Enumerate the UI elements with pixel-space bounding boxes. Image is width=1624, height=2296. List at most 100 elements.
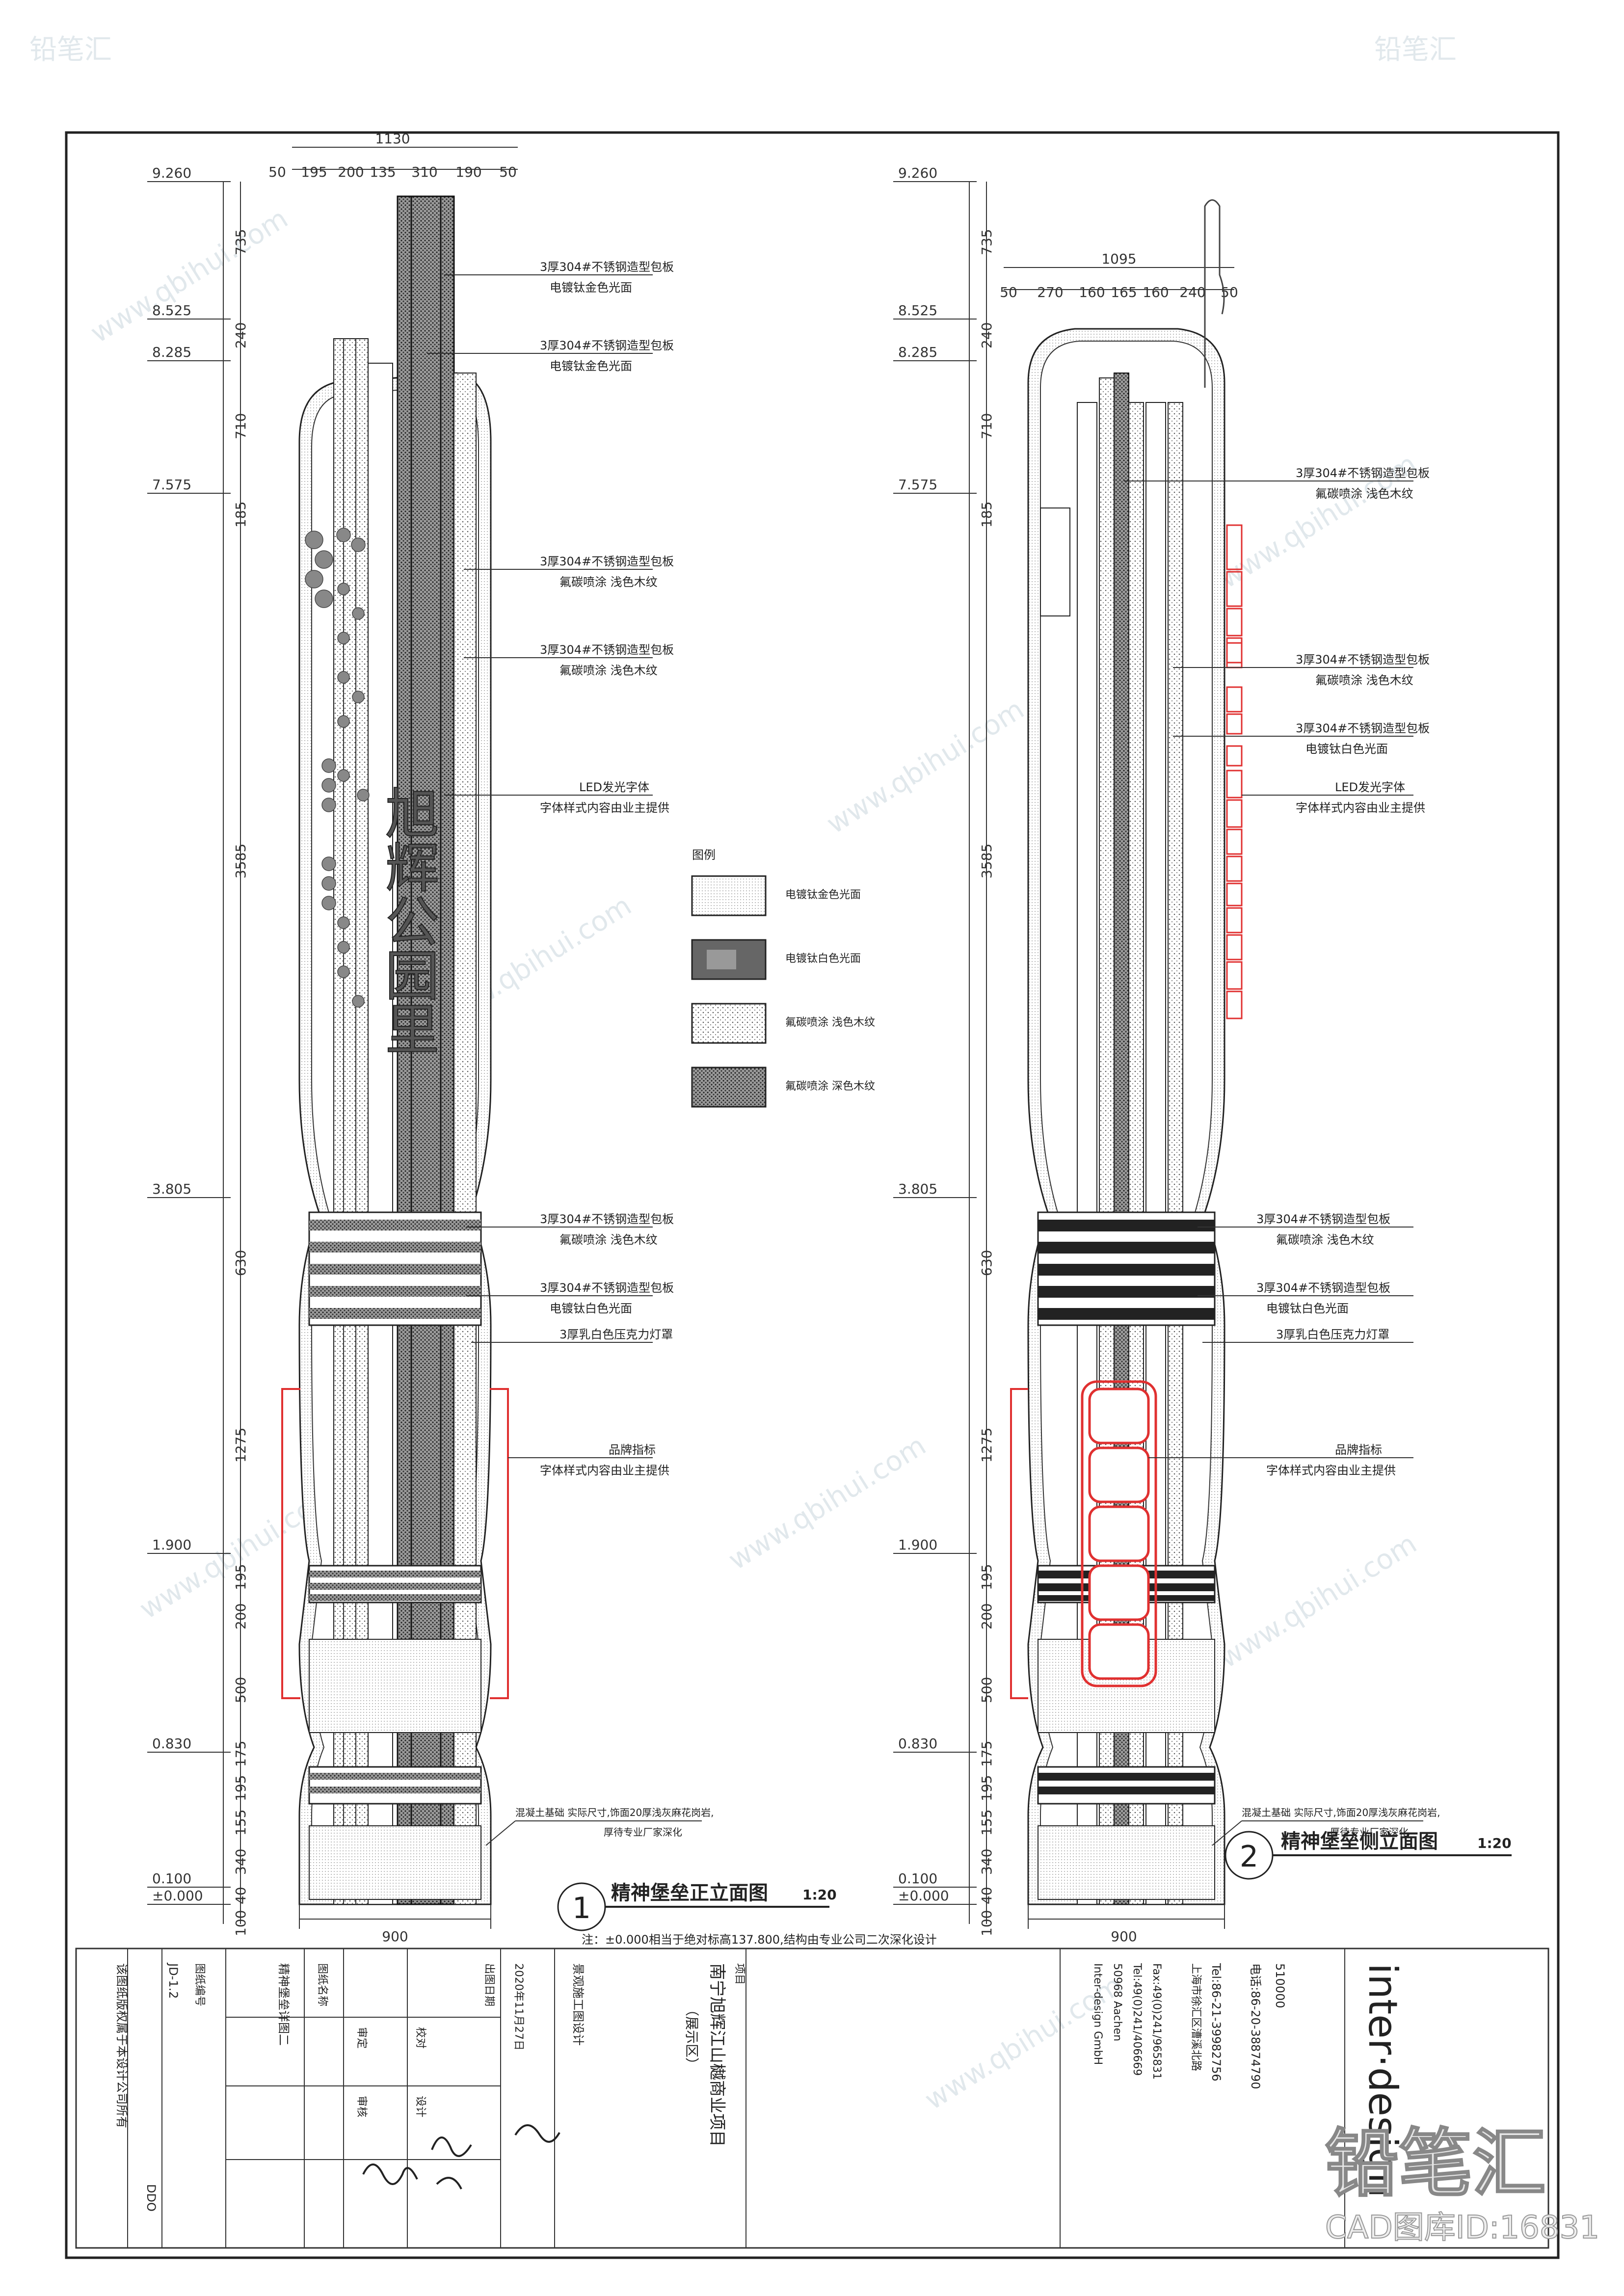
- tb-company-line: 电话:86-20-38874790: [1249, 1963, 1262, 2089]
- front-top-dim: 50: [499, 164, 517, 180]
- front-band-lower: [308, 1565, 482, 1900]
- annot-line1: 3厚304#不锈钢造型包板: [1296, 721, 1430, 735]
- front-vdim: 3585: [233, 844, 249, 879]
- tb-field: 审定: [355, 2027, 368, 2049]
- side-top-dim: 270: [1037, 284, 1063, 300]
- side-vdim: 155: [979, 1810, 995, 1836]
- title-block: 该图纸版权属于本设计公司所有 JD-1.2 DDO 精神堡垒详图二 图纸名称 图…: [115, 1949, 1600, 2248]
- side-vdim: 630: [979, 1250, 995, 1276]
- tb-field: 图纸名称: [316, 1963, 328, 2006]
- annot-line1: LED发光字体: [1335, 780, 1405, 794]
- side-top-dim: 165: [1111, 284, 1137, 300]
- front-title-number: 1: [572, 1891, 591, 1925]
- front-top-dim: 195: [301, 164, 327, 180]
- side-title: 2 精神堡垒侧立面图 1:20: [1225, 1830, 1512, 1880]
- level-label: 7.575: [898, 477, 937, 493]
- side-vdim: 195: [979, 1775, 995, 1801]
- tb-date: 2020年11月27日: [512, 1963, 525, 2051]
- sheet-border-inner: [75, 1948, 1549, 2249]
- legend-title: 图例: [692, 848, 716, 862]
- front-annotations: 3厚304#不锈钢造型包板 电镀钛金色光面 3厚304#不锈钢造型包板 电镀钛金…: [427, 260, 714, 1846]
- level-label: 1.900: [898, 1537, 937, 1553]
- side-vdim: 185: [979, 502, 995, 528]
- annot-line1: LED发光字体: [579, 780, 649, 794]
- legend-label: 电镀钛白色光面: [785, 953, 861, 965]
- front-main-column: [397, 195, 455, 1905]
- annot-line2: 氟碳喷涂 浅色木纹: [1276, 1233, 1374, 1247]
- tb-field: 出图日期: [483, 1963, 495, 2006]
- front-vdim: 500: [233, 1677, 249, 1703]
- tb-company-logo: inter·design: [1360, 1963, 1406, 2197]
- front-vdim: 200: [233, 1603, 249, 1629]
- annot-line1: 品牌指标: [609, 1443, 656, 1457]
- side-bottom-dim: 900: [1111, 1928, 1137, 1945]
- foundation-note: 混凝土基础 实际尺寸,饰面20厚浅灰麻花岗岩,: [515, 1807, 714, 1818]
- annot-line2: 氟碳喷涂 浅色木纹: [1315, 487, 1413, 501]
- watermark-id: CAD图库ID:16831: [1325, 2210, 1599, 2246]
- legend-swatch-gold: [691, 875, 767, 916]
- annot-line1: 3厚304#不锈钢造型包板: [540, 643, 674, 657]
- front-top-dim: 135: [370, 164, 396, 180]
- watermark-url: www.qbihui.com: [1214, 1528, 1422, 1675]
- tb-company-line: Inter-design GmbH: [1092, 1963, 1104, 2065]
- annot-line1: 3厚304#不锈钢造型包板: [540, 339, 674, 352]
- level-label: 9.260: [152, 165, 191, 181]
- annot-line1: 3厚304#不锈钢造型包板: [1256, 1281, 1390, 1295]
- foundation-note: 混凝土基础 实际尺寸,饰面20厚浅灰麻花岗岩,: [1242, 1807, 1440, 1818]
- side-band-upper: [1037, 1211, 1216, 1326]
- elevation-front: 1130 50 195 200 135 310 190 50 9.260 8.5…: [147, 131, 837, 1945]
- front-vdim: 195: [233, 1564, 249, 1590]
- front-vdim: 240: [233, 322, 249, 348]
- legend-label: 电镀钛金色光面: [785, 889, 861, 901]
- side-title-scale: 1:20: [1477, 1835, 1512, 1851]
- foundation-note: 厚待专业厂家深化: [1330, 1826, 1409, 1838]
- annot-line1: 3厚乳白色压克力灯罩: [1276, 1328, 1389, 1341]
- level-label: 7.575: [152, 477, 191, 493]
- tb-company-line: 上海市徐汇区漕溪北路: [1190, 1963, 1202, 2071]
- tb-field: 设计: [414, 2096, 426, 2117]
- side-title-number: 2: [1240, 1840, 1258, 1874]
- annot-line2: 字体样式内容由业主提供: [1266, 1464, 1396, 1477]
- tb-field: 审核: [355, 2096, 368, 2117]
- annot-line2: 电镀钛金色光面: [550, 359, 632, 373]
- side-vdim: 710: [979, 413, 995, 439]
- annot-line2: 字体样式内容由业主提供: [540, 801, 669, 815]
- annot-line1: 3厚304#不锈钢造型包板: [1296, 466, 1430, 480]
- level-label: 0.830: [152, 1735, 191, 1752]
- level-label: 0.100: [898, 1870, 937, 1887]
- elevation-side: 1095 50 270 160 165 160 240 50 9.260 8.5…: [893, 165, 1512, 1945]
- side-vdim: 735: [979, 229, 995, 255]
- level-label: 8.525: [898, 302, 937, 319]
- tb-company-line: Fax:49(0)241/965831: [1150, 1963, 1163, 2080]
- annot-line2: 氟碳喷涂 浅色木纹: [1315, 673, 1413, 687]
- side-brand-cells: [1081, 1380, 1157, 1687]
- watermark-url: www.qbihui.com: [85, 203, 293, 349]
- watermark-mark: 铅笔汇: [1374, 34, 1457, 66]
- legend-swatch-light-wood: [691, 1003, 767, 1044]
- sheet-border-outer: [65, 131, 1560, 2259]
- front-title-scale: 1:20: [802, 1887, 837, 1903]
- annot-line1: 3厚304#不锈钢造型包板: [1256, 1212, 1390, 1226]
- front-vdim: 40: [233, 1887, 249, 1904]
- annot-line1: 3厚304#不锈钢造型包板: [540, 1281, 674, 1295]
- side-title-text: 精神堡垒侧立面图: [1281, 1830, 1438, 1853]
- annot-line1: 3厚304#不锈钢造型包板: [1296, 653, 1430, 667]
- side-vdim: 240: [979, 322, 995, 348]
- front-vdim: 340: [233, 1849, 249, 1875]
- side-led-letters: [1226, 524, 1243, 1019]
- level-label: 3.805: [152, 1181, 191, 1197]
- side-vdim: 40: [979, 1887, 995, 1904]
- annot-line2: 字体样式内容由业主提供: [1296, 801, 1425, 815]
- front-vdim: 185: [233, 502, 249, 528]
- tb-project: 南宁旭辉江山樾商业项目: [707, 1963, 727, 2147]
- side-vdim: 1275: [979, 1428, 995, 1463]
- annot-line1: 3厚304#不锈钢造型包板: [540, 555, 674, 568]
- side-annotations: 3厚304#不锈钢造型包板 氟碳喷涂 浅色木纹 3厚304#不锈钢造型包板 氟碳…: [1124, 466, 1440, 1846]
- front-dot-ornament: [305, 528, 370, 1008]
- front-vertical-led-text: 旭辉公园里: [376, 785, 439, 1055]
- front-top-dim: 50: [268, 164, 286, 180]
- level-label: 0.830: [898, 1735, 937, 1752]
- front-top-dim: 190: [455, 164, 481, 180]
- side-top-dim: 50: [1000, 284, 1017, 300]
